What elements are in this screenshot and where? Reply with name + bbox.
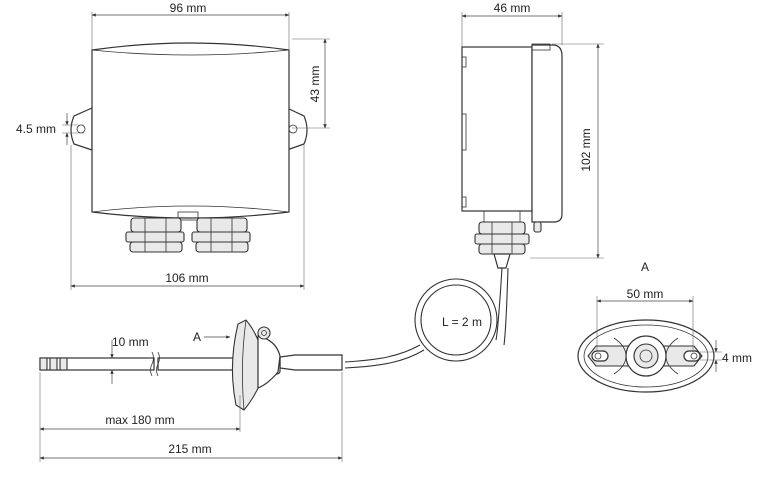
dim-front-width: 96 mm xyxy=(91,1,290,50)
side-cable-gland xyxy=(474,221,530,269)
front-width-label: 96 mm xyxy=(170,1,207,15)
view-a-flange xyxy=(577,319,715,393)
max-insertion-label: max 180 mm xyxy=(105,413,174,427)
dim-total-length: 215 mm xyxy=(39,372,343,462)
front-cable-glands xyxy=(125,217,251,253)
view-a-title: A xyxy=(641,260,649,274)
front-view-housing xyxy=(70,42,308,221)
dim-side-height: 102 mm xyxy=(530,43,604,259)
slot-width-label: 4 mm xyxy=(722,351,752,365)
total-length-label: 215 mm xyxy=(168,442,211,456)
side-depth-label: 46 mm xyxy=(494,1,531,15)
dim-flange-width: 50 mm xyxy=(596,287,694,352)
dim-side-depth: 46 mm xyxy=(461,1,563,47)
dim-front-height: 43 mm xyxy=(292,38,330,129)
dim-slot-width: 4 mm xyxy=(700,340,752,372)
cable-length-label: L = 2 m xyxy=(442,315,482,329)
side-height-label: 102 mm xyxy=(579,128,593,171)
side-view-housing xyxy=(461,43,563,233)
mounting-flange xyxy=(231,319,281,411)
dim-hole-diameter: 4.5 mm xyxy=(16,113,84,145)
view-arrow-a: A xyxy=(193,330,231,344)
front-height-label: 43 mm xyxy=(308,66,322,103)
probe-diameter-label: 10 mm xyxy=(112,335,149,349)
flange-width-label: 50 mm xyxy=(627,287,664,301)
dim-probe-diameter: 10 mm xyxy=(110,335,149,384)
temperature-probe xyxy=(39,351,343,377)
hole-diameter-label: 4.5 mm xyxy=(16,122,56,136)
cable-coil: L = 2 m xyxy=(344,267,509,369)
view-arrow-label: A xyxy=(193,330,201,344)
dim-max-insertion: max 180 mm xyxy=(39,372,241,462)
base-width-label: 106 mm xyxy=(165,271,208,285)
dim-base-width: 106 mm xyxy=(70,145,305,290)
